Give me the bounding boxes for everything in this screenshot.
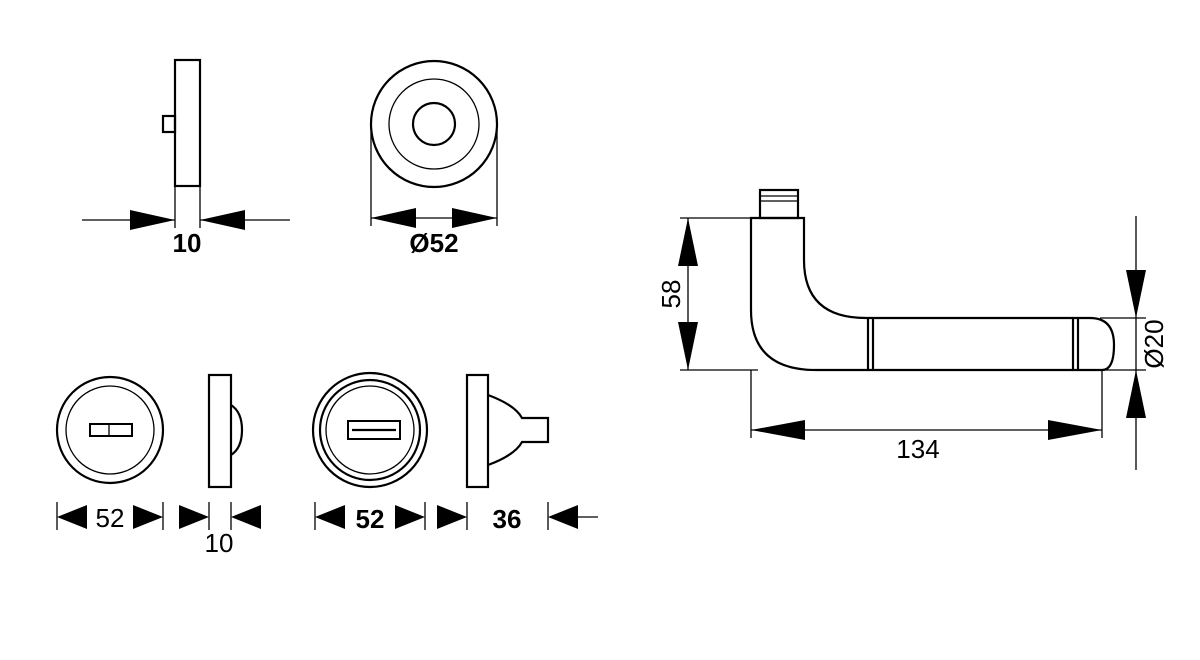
escutcheon-b-width-label: 52 bbox=[356, 504, 385, 534]
rose-front-view bbox=[369, 59, 499, 228]
lever-height-label: 58 bbox=[656, 280, 686, 309]
escutcheon-a-front-view bbox=[55, 375, 165, 530]
escutcheon-b-side-view bbox=[437, 373, 598, 530]
lever-grip-diameter-label: Ø20 bbox=[1139, 319, 1169, 368]
escutcheon-b-depth-label: 36 bbox=[493, 504, 522, 534]
lever-handle bbox=[678, 188, 1146, 470]
lever-length-label: 134 bbox=[896, 434, 939, 464]
rose-diameter-label: Ø52 bbox=[409, 228, 458, 258]
rose-thickness-label: 10 bbox=[173, 228, 202, 258]
escutcheon-a-side-view bbox=[179, 373, 261, 530]
escutcheon-a-thickness-label: 10 bbox=[205, 528, 234, 558]
rose-side-view bbox=[82, 58, 290, 230]
escutcheon-b-front-view bbox=[311, 371, 429, 530]
escutcheon-a-width-label: 52 bbox=[96, 503, 125, 533]
